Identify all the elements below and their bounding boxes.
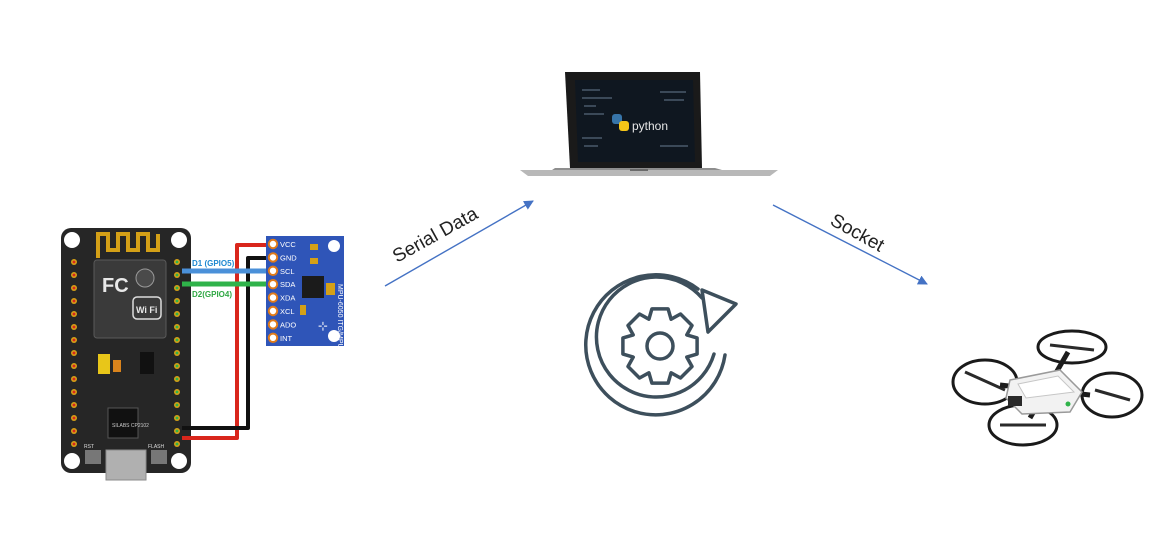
header-pin-dot [72, 442, 76, 446]
header-pin-dot [175, 351, 179, 355]
mpu-pin-label: GND [280, 253, 297, 262]
wifi-logo: Wi Fi [136, 305, 157, 315]
header-pin-dot [175, 299, 179, 303]
rst-label: RST [84, 444, 94, 450]
header-pin-dot [175, 364, 179, 368]
header-pin-dot [72, 403, 76, 407]
header-pin-dot [72, 364, 76, 368]
mpu-pin-label: XDA [280, 294, 295, 303]
header-pin-dot [72, 273, 76, 277]
header-pin-dot [175, 377, 179, 381]
chip-label: SILABS CP2102 [112, 423, 149, 429]
python-logo-text: python [632, 119, 668, 133]
flash-label: FLASH [148, 444, 165, 450]
header-pin-dot [72, 416, 76, 420]
quadcopter-drone-icon [951, 329, 1144, 447]
mpu-pin [267, 265, 279, 276]
mpu-pin [267, 319, 279, 330]
header-pin-dot [72, 390, 76, 394]
socket-label: Socket [827, 210, 889, 257]
mpu-pin-label: XCL [280, 307, 295, 316]
header-pin-dot [72, 260, 76, 264]
serial-data-label: Serial Data [389, 203, 482, 267]
header-pin-dot [175, 429, 179, 433]
mpu-pin-label: INT [280, 334, 293, 343]
serial-arrow [384, 200, 534, 287]
mpu6050-board: ⊹ MPU-6050 ITG/MPU VCC GND SCL SDA XDA XCL ADO… [266, 236, 344, 349]
mpu-pin-label: ADO [280, 320, 296, 329]
mpu-pin-label: SDA [280, 280, 295, 289]
left-pin-header [71, 259, 77, 447]
right-pin-header [174, 259, 180, 447]
header-pin-dot [175, 416, 179, 420]
svg-text:⊹: ⊹ [318, 319, 328, 333]
header-pin-dot [72, 338, 76, 342]
header-pin-dot [175, 286, 179, 290]
header-pin-dot [72, 312, 76, 316]
mpu-pin [267, 305, 279, 317]
mpu-pin [267, 292, 279, 303]
header-pin-dot [175, 273, 179, 277]
header-pin-dot [175, 260, 179, 264]
header-pin-dot [175, 325, 179, 329]
nodemcu-board: FC Wi Fi SILABS CP2102 RST FLASH [61, 228, 191, 481]
mpu-pin-label: VCC [280, 240, 296, 249]
mpu-pin [267, 252, 279, 263]
header-pin-dot [175, 390, 179, 394]
mpu-pin [267, 238, 279, 250]
d2-label: D2(GPIO4) [192, 290, 232, 299]
header-pin-dot [175, 338, 179, 342]
mpu-pin [267, 332, 279, 343]
header-pin-dot [175, 442, 179, 446]
d1-label: D1 (GPIO5) [192, 259, 235, 268]
header-pin-dot [72, 351, 76, 355]
header-pin-dot [72, 429, 76, 433]
mpu-pin-header: VCC GND SCL SDA XDA XCL ADO INT [267, 238, 297, 343]
mpu-model-label: MPU-6050 ITG/MPU [336, 284, 343, 349]
wiring: D1 (GPIO5) D2(GPIO4) [182, 243, 272, 440]
header-pin-dot [72, 325, 76, 329]
header-pin-dot [175, 403, 179, 407]
header-pin-dot [72, 299, 76, 303]
mpu-pin [267, 279, 279, 290]
header-pin-dot [72, 377, 76, 381]
board-logo: FC [102, 275, 129, 297]
header-pin-dot [72, 286, 76, 290]
header-pin-dot [175, 312, 179, 316]
mpu-pin-label: SCL [280, 267, 295, 276]
socket-arrow [772, 204, 928, 285]
gear-with-circular-arrow-icon [584, 273, 738, 417]
laptop-icon: python [520, 72, 778, 176]
